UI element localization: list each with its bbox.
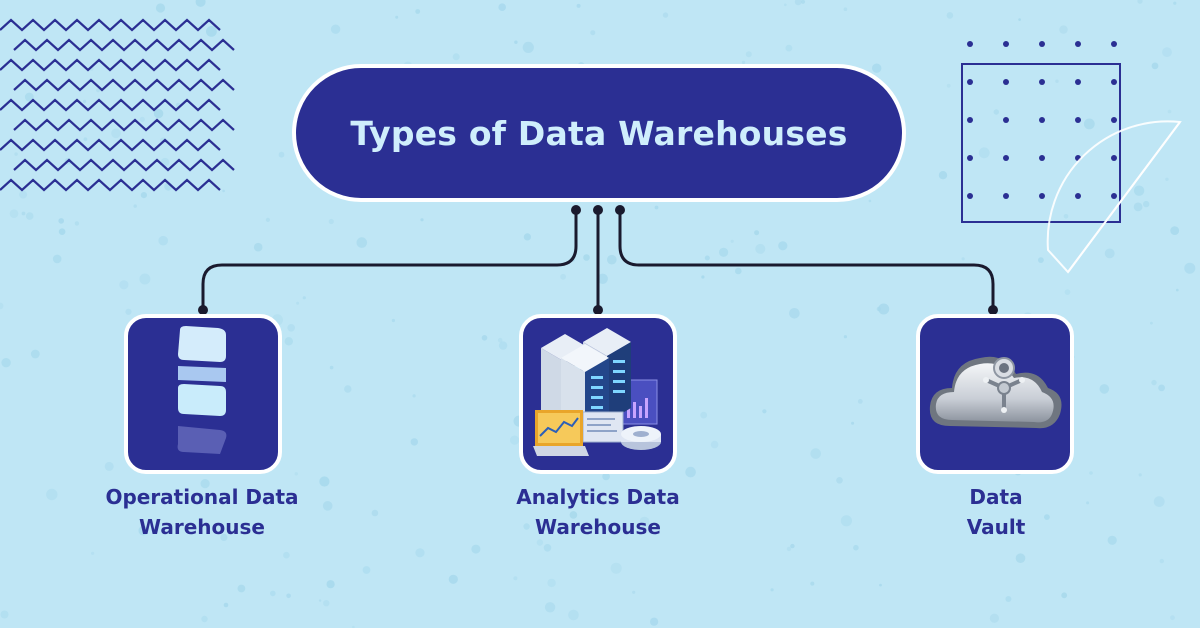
connector-node <box>593 205 603 215</box>
label-line: Warehouse <box>468 512 728 542</box>
card-analytics-data-warehouse <box>519 314 677 474</box>
stacked-layers-icon <box>128 318 278 470</box>
connector-node <box>571 205 581 215</box>
label-line: Data <box>866 482 1126 512</box>
label-line: Analytics Data <box>468 482 728 512</box>
label-analytics-data-warehouse: Analytics Data Warehouse <box>468 482 728 542</box>
label-operational-data-warehouse: Operational Data Warehouse <box>72 482 332 542</box>
card-data-vault <box>916 314 1074 474</box>
connector-right <box>620 210 993 310</box>
label-line: Operational Data <box>72 482 332 512</box>
label-line: Warehouse <box>72 512 332 542</box>
label-line: Vault <box>866 512 1126 542</box>
connector-node <box>615 205 625 215</box>
cloud-vault-icon <box>920 318 1070 470</box>
connector-left <box>203 210 576 310</box>
card-operational-data-warehouse <box>124 314 282 474</box>
label-data-vault: Data Vault <box>866 482 1126 542</box>
server-analytics-icon <box>523 318 673 470</box>
